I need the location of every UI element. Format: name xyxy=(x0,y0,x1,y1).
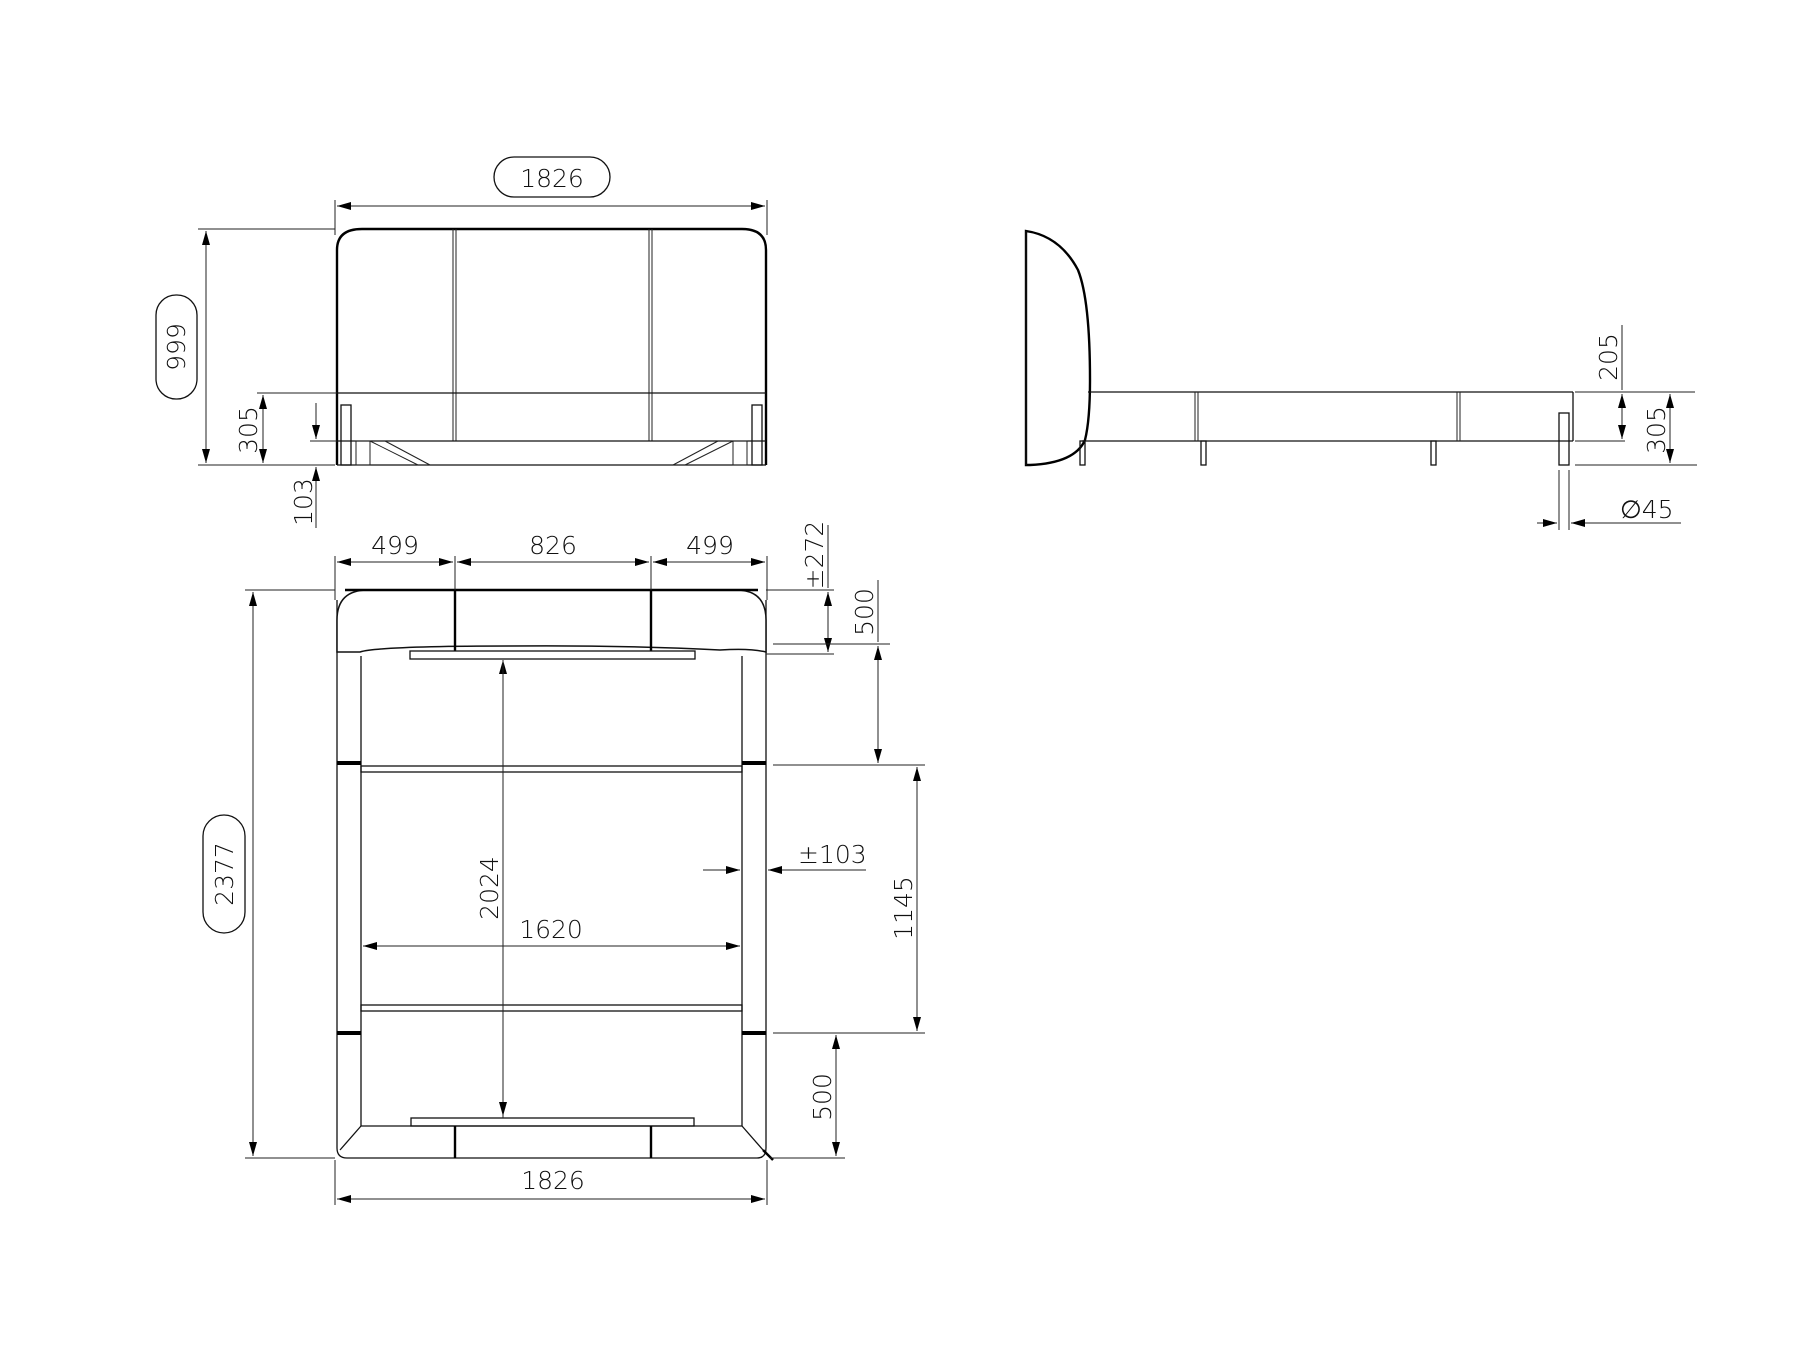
top-width-label: 1826 xyxy=(521,1166,585,1195)
front-frame-height-label: 305 xyxy=(234,406,263,454)
leg-spacing-label: 1145 xyxy=(889,876,918,940)
side-frame-height-label: 305 xyxy=(1642,406,1671,454)
head-leg-offset-label: 500 xyxy=(850,588,879,636)
mattress-width-label: 1620 xyxy=(519,915,583,944)
segment-center-label: 826 xyxy=(529,531,577,560)
overall-length-label: 2377 xyxy=(210,842,239,906)
front-view: 1826 999 305 103 xyxy=(155,156,768,528)
mattress-length-label: 2024 xyxy=(475,856,504,920)
side-leg-diameter-label: ∅45 xyxy=(1620,495,1674,524)
segment-left-label: 499 xyxy=(371,531,419,560)
foot-leg-offset-label: 500 xyxy=(808,1073,837,1121)
front-width-label: 1826 xyxy=(520,164,584,193)
side-rail-offset-label: ±103 xyxy=(798,840,867,869)
headboard-depth-label: ±272 xyxy=(800,521,829,590)
side-view: 205 305 ∅45 xyxy=(1024,229,1697,530)
side-rail-height-label: 205 xyxy=(1594,333,1623,381)
top-view: 499 826 499 ±272 500 1145 500 ±103 2024 xyxy=(202,521,925,1205)
front-leg-clearance-label: 103 xyxy=(289,478,318,526)
segment-right-label: 499 xyxy=(686,531,734,560)
front-height-label: 999 xyxy=(162,323,191,371)
